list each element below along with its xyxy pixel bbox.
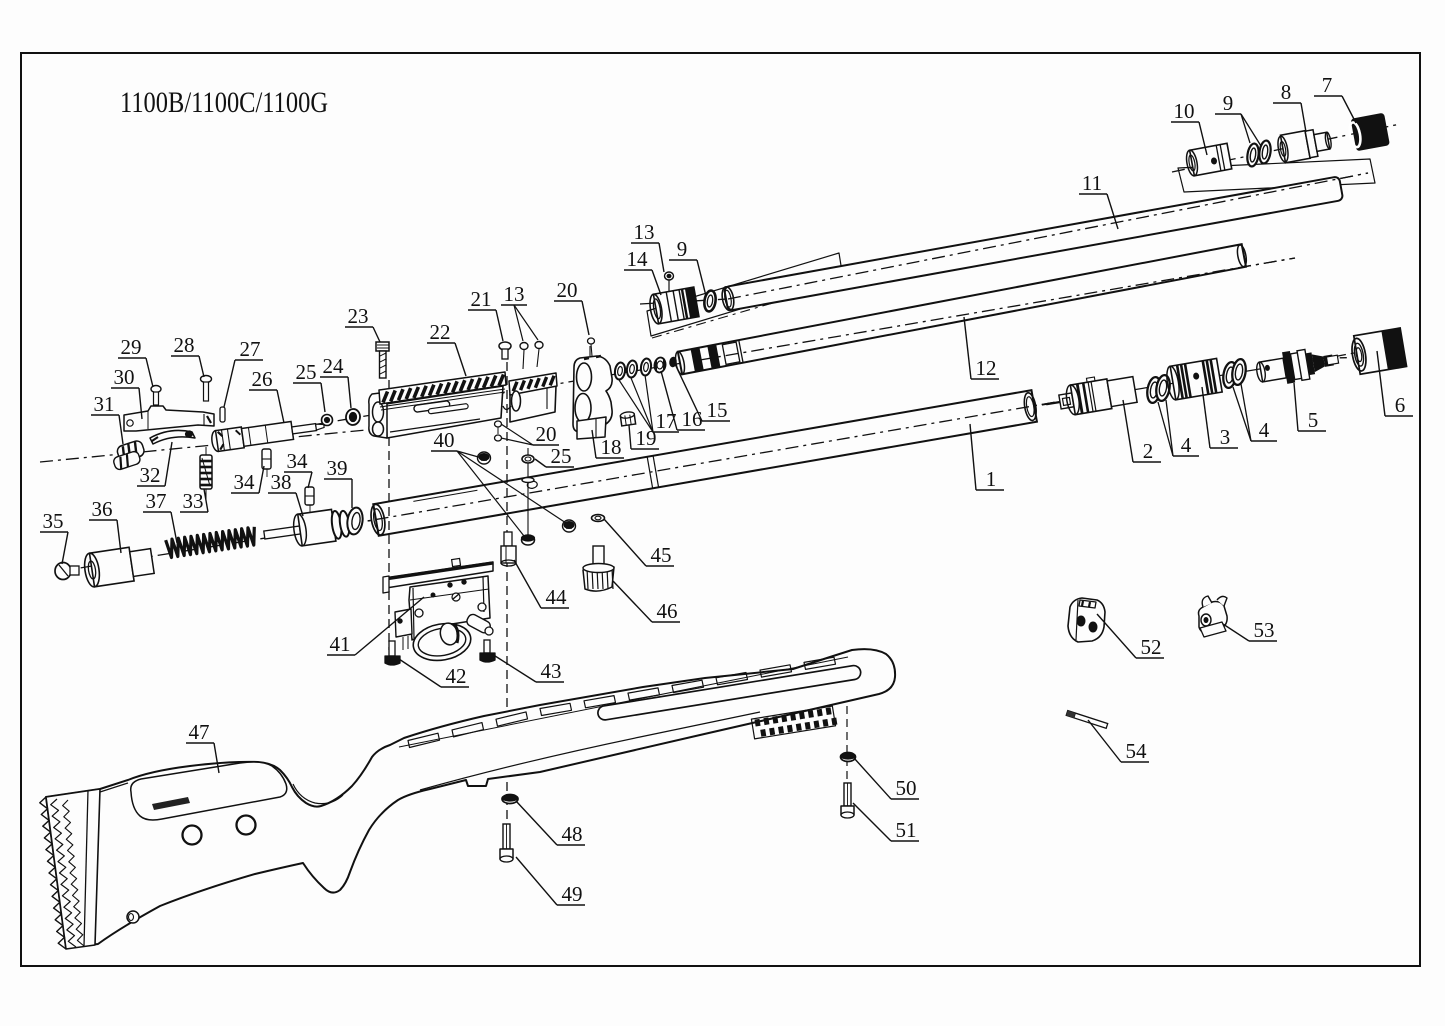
- svg-text:41: 41: [330, 632, 351, 656]
- svg-text:17: 17: [656, 409, 677, 433]
- svg-text:54: 54: [1126, 739, 1148, 763]
- svg-text:23: 23: [348, 304, 369, 328]
- svg-text:29: 29: [121, 335, 142, 359]
- svg-text:39: 39: [327, 456, 348, 480]
- svg-text:26: 26: [252, 367, 273, 391]
- svg-text:47: 47: [189, 720, 210, 744]
- svg-text:25: 25: [296, 360, 317, 384]
- svg-text:1: 1: [986, 467, 997, 491]
- svg-text:20: 20: [536, 422, 557, 446]
- svg-text:2: 2: [1143, 439, 1154, 463]
- svg-text:48: 48: [562, 822, 583, 846]
- svg-text:21: 21: [471, 287, 492, 311]
- svg-text:31: 31: [94, 392, 115, 416]
- svg-text:4: 4: [1181, 433, 1192, 457]
- svg-text:12: 12: [976, 356, 997, 380]
- svg-text:27: 27: [240, 337, 261, 361]
- svg-text:16: 16: [682, 407, 703, 431]
- svg-text:24: 24: [323, 354, 345, 378]
- svg-text:5: 5: [1308, 408, 1319, 432]
- svg-text:35: 35: [43, 509, 64, 533]
- svg-text:14: 14: [627, 247, 649, 271]
- svg-text:20: 20: [557, 278, 578, 302]
- svg-text:28: 28: [174, 333, 195, 357]
- svg-text:22: 22: [430, 320, 451, 344]
- svg-text:30: 30: [114, 365, 135, 389]
- svg-text:40: 40: [434, 428, 455, 452]
- svg-text:11: 11: [1082, 171, 1102, 195]
- svg-text:50: 50: [896, 776, 917, 800]
- svg-text:7: 7: [1322, 73, 1333, 97]
- svg-text:49: 49: [562, 882, 583, 906]
- svg-text:34: 34: [234, 470, 256, 494]
- svg-text:18: 18: [601, 435, 622, 459]
- svg-text:38: 38: [271, 470, 292, 494]
- svg-text:52: 52: [1141, 635, 1162, 659]
- svg-text:53: 53: [1254, 618, 1275, 642]
- svg-text:33: 33: [183, 489, 204, 513]
- svg-text:10: 10: [1174, 99, 1195, 123]
- svg-text:46: 46: [657, 599, 678, 623]
- svg-text:8: 8: [1281, 80, 1292, 104]
- svg-text:6: 6: [1395, 393, 1406, 417]
- svg-text:9: 9: [677, 237, 688, 261]
- svg-text:44: 44: [546, 585, 568, 609]
- svg-text:13: 13: [504, 282, 525, 306]
- svg-text:42: 42: [446, 664, 467, 688]
- svg-text:45: 45: [651, 543, 672, 567]
- svg-text:37: 37: [146, 489, 167, 513]
- svg-text:34: 34: [287, 449, 309, 473]
- svg-text:51: 51: [896, 818, 917, 842]
- svg-text:43: 43: [541, 659, 562, 683]
- svg-text:1100B/1100C/1100G: 1100B/1100C/1100G: [120, 86, 328, 119]
- svg-text:4: 4: [1259, 418, 1270, 442]
- svg-text:15: 15: [707, 398, 728, 422]
- svg-text:3: 3: [1220, 425, 1231, 449]
- svg-text:13: 13: [634, 220, 655, 244]
- svg-text:36: 36: [92, 497, 113, 521]
- svg-text:9: 9: [1223, 91, 1234, 115]
- svg-text:19: 19: [636, 426, 657, 450]
- svg-text:25: 25: [551, 444, 572, 468]
- svg-text:32: 32: [140, 463, 161, 487]
